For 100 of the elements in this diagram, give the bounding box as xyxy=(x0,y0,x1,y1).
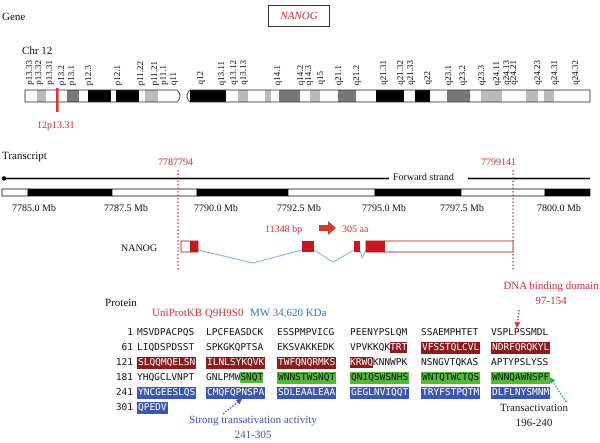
band-label: p12.3 xyxy=(83,65,93,86)
highlighted-sequence: NDRFQRQKYL xyxy=(491,342,550,354)
band-label: q24.11 xyxy=(491,61,501,86)
band-label: q14.1 xyxy=(272,65,282,86)
band-label: q21.32 xyxy=(395,60,405,85)
scale-tick-label: 7785.0 Mb xyxy=(12,203,56,214)
scale-tick-label: 7787.5 Mb xyxy=(104,203,148,214)
band-label: q24.13 xyxy=(501,60,511,85)
leader-line xyxy=(514,310,520,328)
sequence-text: SSAEMPHTET xyxy=(421,327,478,339)
row-number: 61 xyxy=(120,342,133,354)
band-label: q24.31 xyxy=(549,60,559,85)
highlighted-sequence: WNTQTWCTQS xyxy=(421,372,480,384)
section-title: Protein xyxy=(105,297,137,310)
leader-line xyxy=(550,377,567,402)
band-label: q24.23 xyxy=(532,60,542,85)
band-label: q14.3 xyxy=(303,65,313,86)
highlighted-sequence: GEGLNVIQQT xyxy=(350,387,410,399)
scale-tick-label: 7792.5 Mb xyxy=(277,203,321,214)
highlighted-sequence: CMQFQPNSPA xyxy=(206,387,266,399)
band-label: p13.1 xyxy=(66,65,76,86)
band-label: p12.1 xyxy=(112,65,122,86)
gene-name-box: NANOG xyxy=(268,5,330,27)
highlighted-sequence: SLQQMQELSN xyxy=(137,357,196,369)
band-label: q12 xyxy=(195,71,205,84)
band-label: q14.2 xyxy=(295,65,305,86)
sequence-text: KRWQKNNWPK xyxy=(350,357,408,369)
sequence-text: VSPLPSSMDL xyxy=(491,327,548,339)
band-label: q15 xyxy=(315,71,325,84)
length-label: 305 aa xyxy=(342,224,368,236)
row-number: 181 xyxy=(114,372,133,384)
band-label: q21.33 xyxy=(405,60,415,85)
highlighted-sequence: VFSSTQLCVL xyxy=(421,342,480,354)
scale-tick-label: 7800.0 Mb xyxy=(537,203,581,214)
leader-line xyxy=(222,398,242,414)
sequence-text: NSNGVTQKAS xyxy=(421,357,478,369)
residue-range: 241-305 xyxy=(234,429,272,442)
sequence-text: LPCFEASDCK xyxy=(206,327,264,339)
band-label: q21.31 xyxy=(378,60,388,85)
highlighted-sequence: ILNLSYKQVK xyxy=(206,357,266,369)
band-label: p13.31 xyxy=(44,60,54,85)
highlighted-sequence: QNIQSWSNHS xyxy=(350,372,410,384)
sequence-text: MSVDPACPQS xyxy=(137,327,194,339)
annotation-title: Transactivation xyxy=(500,402,568,415)
sequence-text: SPKGKQPTSA xyxy=(206,342,264,354)
strand-label: Forward strand xyxy=(393,172,454,184)
band-label: q23.2 xyxy=(457,65,467,86)
band-label: p13.2 xyxy=(56,65,66,86)
sequence-text: PEENYPSLQM xyxy=(350,327,408,339)
band-label: p11.22 xyxy=(135,61,145,86)
band-label: q24.32 xyxy=(570,60,580,85)
accession-label: UniProtKB Q9H9S0 xyxy=(152,307,244,320)
band-label: p13.33 xyxy=(24,60,34,85)
sequence-text: VPVKKQKTRT xyxy=(350,342,408,354)
band-label: q23.3 xyxy=(476,65,486,86)
annotation-title: DNA binding domain xyxy=(503,280,599,293)
highlighted-sequence: WNNQAWNSPF xyxy=(491,372,550,384)
sequence-text: GNLPMWSNQT xyxy=(206,372,264,384)
band-label: p13.32 xyxy=(33,60,43,85)
row-number: 121 xyxy=(114,357,133,369)
highlighted-sequence: DLFLNYSMNM xyxy=(491,387,550,399)
sequence-text: YHQGCLVNPT xyxy=(137,372,194,384)
locus-label: 12p13.31 xyxy=(37,120,74,132)
band-label: q13.12 xyxy=(228,60,238,85)
weight-label: MW 34,620 KDa xyxy=(250,307,326,320)
band-label: q11 xyxy=(168,72,178,86)
row-number: 241 xyxy=(114,387,133,399)
position-label: 7787794 xyxy=(158,157,193,168)
scale-tick-label: 7790.0 Mb xyxy=(194,203,238,214)
band-label: p11.21 xyxy=(149,61,159,86)
residue-range: 97-154 xyxy=(535,295,567,308)
length-label: 11348 bp xyxy=(265,224,302,236)
sequence-text: LIQDSPDSST xyxy=(137,342,194,354)
highlighted-sequence: SDLEAALEAA xyxy=(277,387,336,399)
highlighted-sequence: QPEDV xyxy=(137,402,168,414)
highlighted-sequence: WNNSTWSNQT xyxy=(277,372,336,384)
row-number: 1 xyxy=(126,327,133,339)
band-label: q23.1 xyxy=(443,65,453,86)
scale-tick-label: 7795.0 Mb xyxy=(362,203,406,214)
highlighted-sequence: TRYFSTPQTM xyxy=(421,387,480,399)
band-label: q21.2 xyxy=(351,65,361,86)
position-label: 7799141 xyxy=(481,157,516,168)
annotation-title: Strong transativation activity xyxy=(189,414,317,427)
band-label: q13.13 xyxy=(238,60,248,85)
gene-label: NANOG xyxy=(121,243,158,254)
sequence-text: EKSVAKKEDK xyxy=(277,342,334,354)
section-title: Gene xyxy=(2,11,26,24)
band-label: p11.1 xyxy=(158,65,168,85)
section-title: Transcript xyxy=(2,150,47,163)
highlighted-sequence: YNCGEESLQS xyxy=(137,387,196,399)
band-label: q13.11 xyxy=(216,61,226,86)
chromosome-name: Chr 12 xyxy=(22,45,52,58)
band-label: q22 xyxy=(422,71,432,84)
residue-range: 196-240 xyxy=(516,417,552,430)
row-number: 301 xyxy=(114,402,133,414)
scale-tick-label: 7797.5 Mb xyxy=(440,203,484,214)
band-label: q21.1 xyxy=(333,65,343,86)
sequence-text: APTYPSLYSS xyxy=(491,357,548,369)
highlighted-sequence: TWFQNQRMKS xyxy=(277,357,336,369)
sequence-text: ESSPMPVICG xyxy=(277,327,334,339)
